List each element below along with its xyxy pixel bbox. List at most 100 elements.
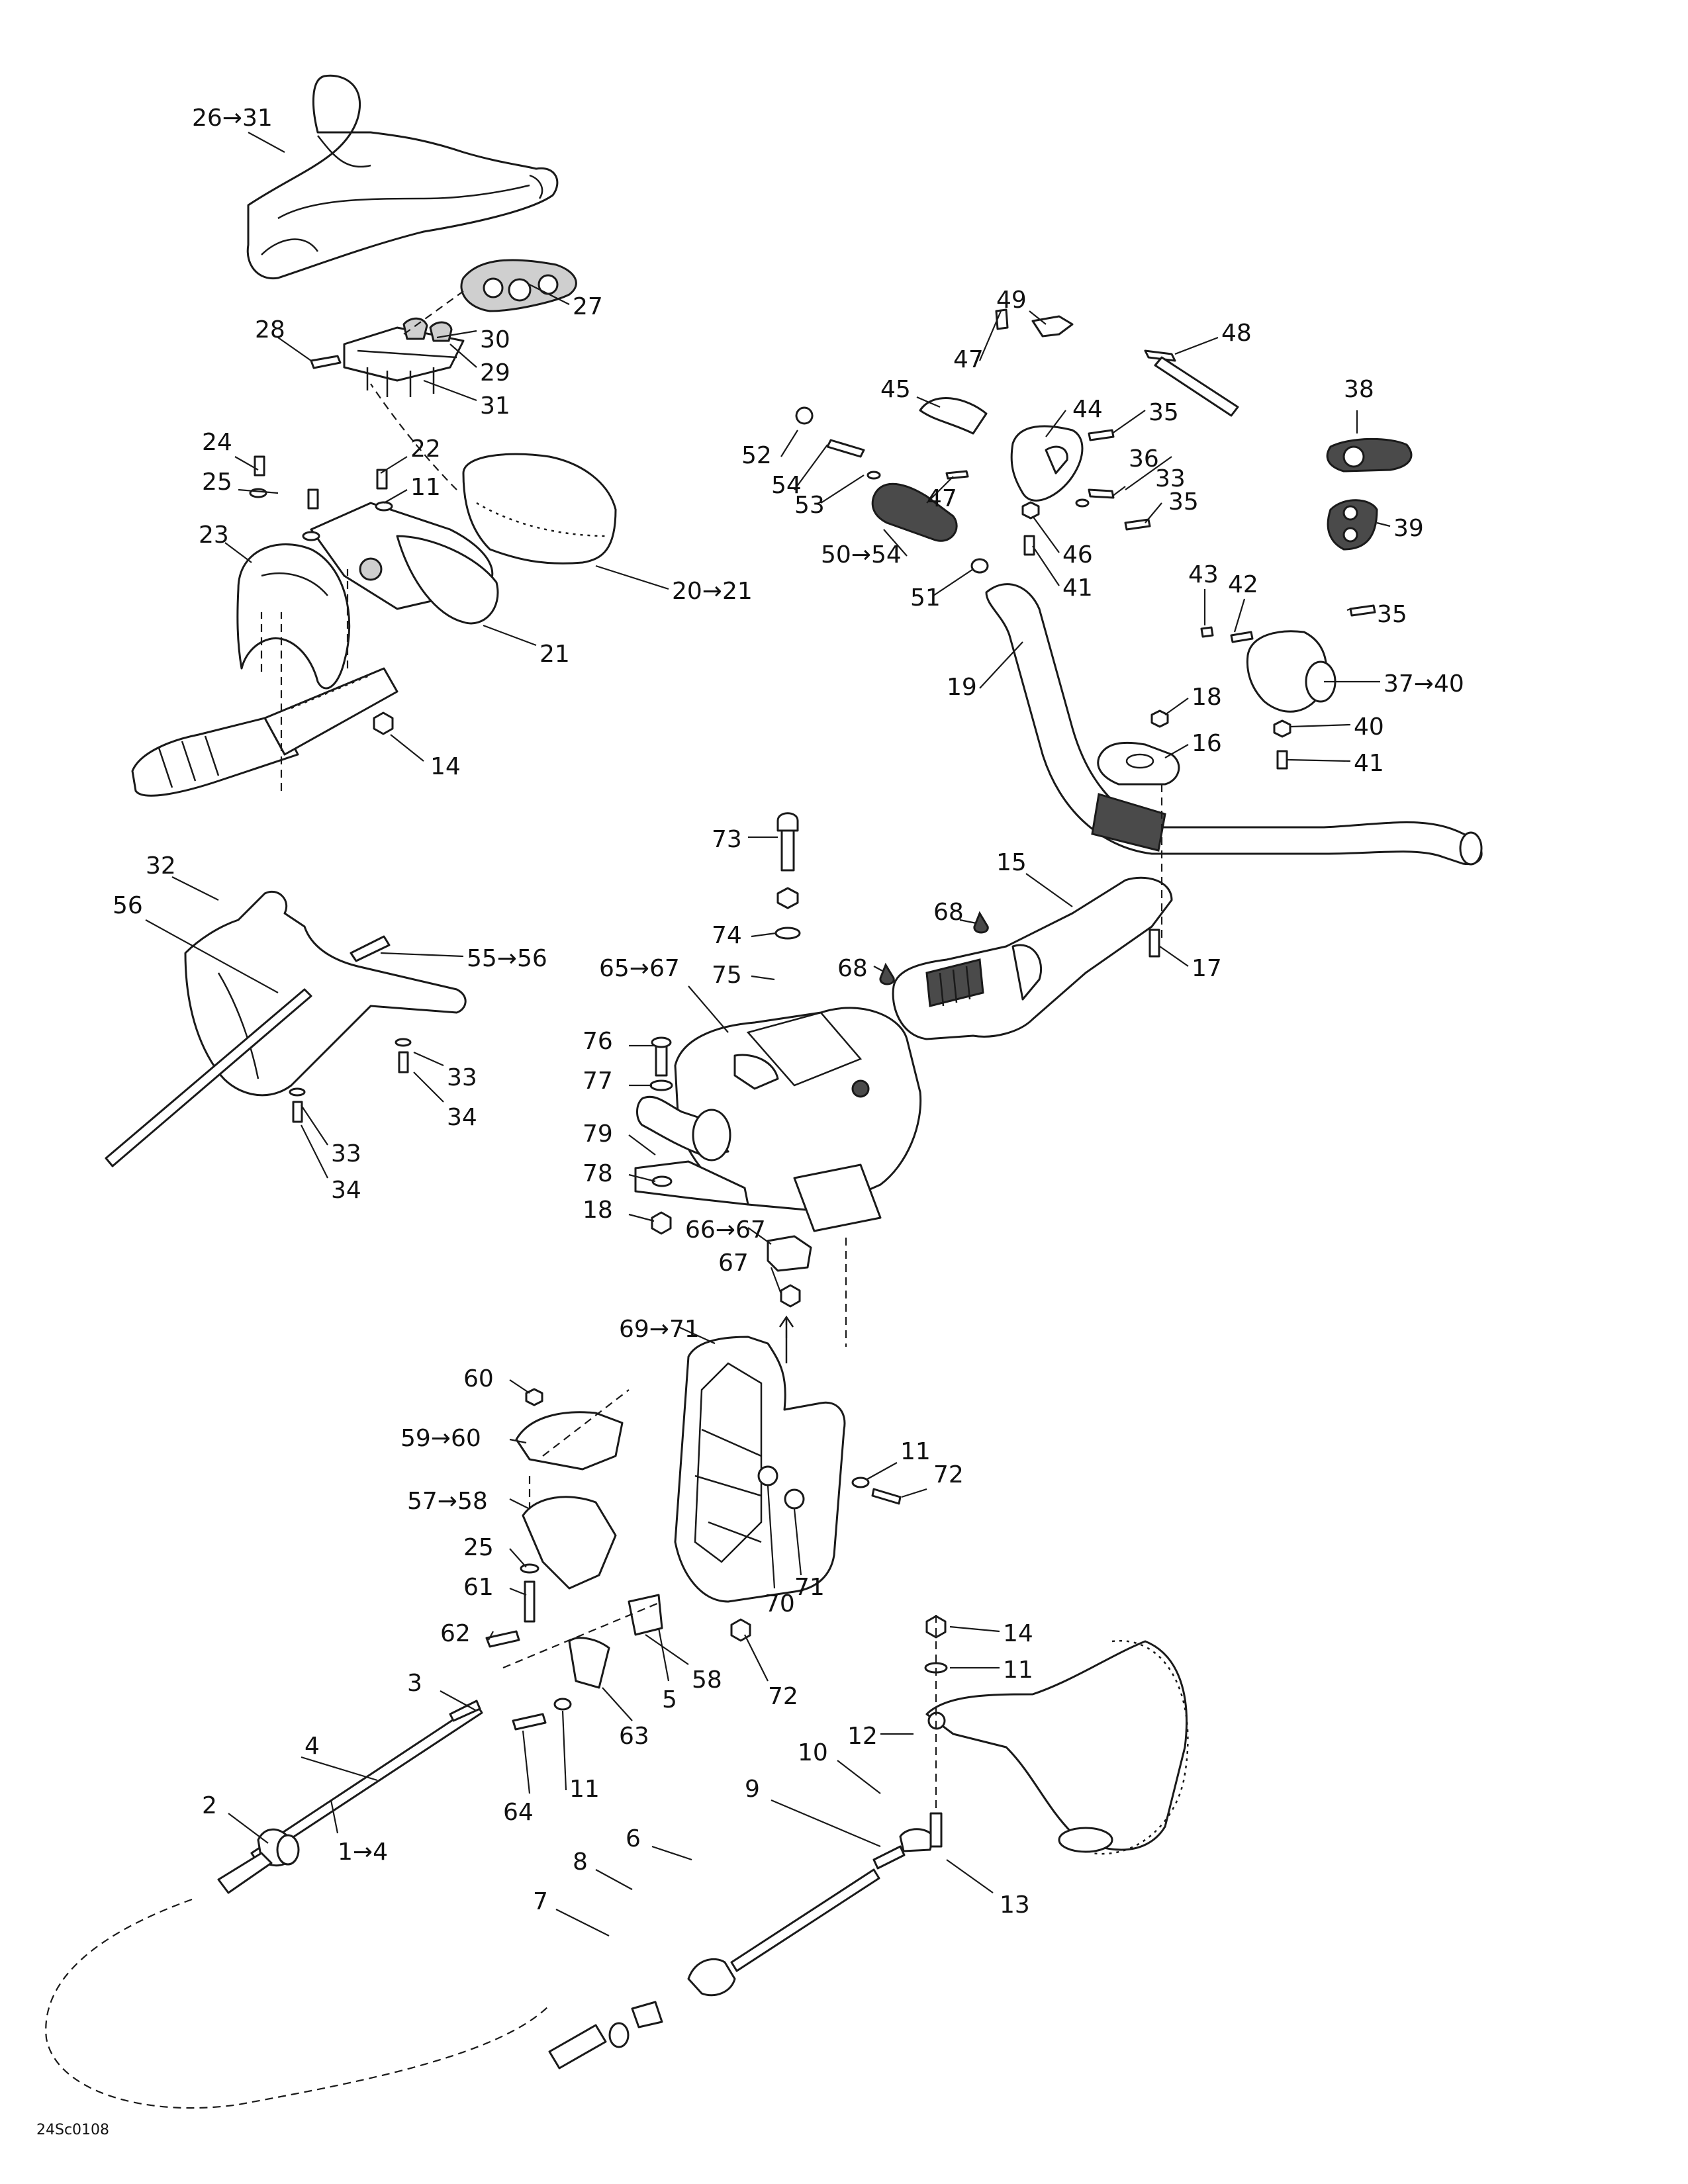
left-grip-assembly <box>131 667 399 797</box>
nut-60 <box>525 1388 543 1406</box>
callout-33b: 33 <box>331 1140 361 1167</box>
callout-33c: 33 <box>1155 465 1186 492</box>
switch-seal-plate <box>460 259 577 312</box>
steering-bracket-69 <box>674 1336 846 1603</box>
callout-74: 74 <box>712 922 742 949</box>
callout-11b: 11 <box>900 1438 931 1465</box>
switch-housing-37 <box>1246 630 1336 713</box>
nut-18-top <box>1150 709 1169 728</box>
callout-12: 12 <box>847 1723 878 1750</box>
callout-72b: 72 <box>768 1683 798 1710</box>
callout-35: 35 <box>1149 399 1179 426</box>
callout-18b: 18 <box>583 1197 613 1224</box>
callout-51: 51 <box>910 584 941 612</box>
hardware-11-14-rudder <box>924 1615 948 1848</box>
callout-38: 38 <box>1344 376 1374 403</box>
block-66-nut-67 <box>767 1235 812 1308</box>
callout-68: 68 <box>933 899 964 926</box>
reference-code: 24Sc0108 <box>36 2122 109 2138</box>
callout-14: 14 <box>430 753 461 780</box>
callout-11: 11 <box>410 474 441 501</box>
clamp-lower-57 <box>522 1496 617 1590</box>
callout-71: 71 <box>794 1574 825 1601</box>
callout-50-54: 50→54 <box>821 541 902 569</box>
callout-73: 73 <box>712 826 742 853</box>
callout-2: 2 <box>202 1792 217 1819</box>
lever-5 <box>628 1594 663 1636</box>
callout-20-21: 20→21 <box>672 578 753 605</box>
callout-56: 56 <box>113 892 143 919</box>
callout-23: 23 <box>199 522 229 549</box>
callout-53: 53 <box>794 492 825 519</box>
throttle-cable-56 <box>105 988 312 1167</box>
switch-screw <box>310 355 342 369</box>
callout-60: 60 <box>463 1365 494 1392</box>
screws-33-34 <box>289 1038 412 1123</box>
callout-36: 36 <box>1129 445 1159 473</box>
bolt-76-washer-77 <box>649 1036 673 1091</box>
callout-44: 44 <box>1072 396 1103 423</box>
callout-35c: 35 <box>1377 601 1407 628</box>
callout-31: 31 <box>480 392 510 420</box>
callout-15: 15 <box>996 849 1027 876</box>
callout-5: 5 <box>662 1686 677 1713</box>
callout-48: 48 <box>1221 320 1252 347</box>
callout-29: 29 <box>480 359 510 387</box>
callout-47b: 47 <box>927 485 957 512</box>
callout-34b: 34 <box>331 1177 361 1204</box>
mode-button-39 <box>1327 499 1378 551</box>
callout-11c: 11 <box>1003 1657 1033 1684</box>
hardware-40-43 <box>1200 604 1376 770</box>
bolt-62 <box>485 1630 520 1648</box>
callout-19: 19 <box>947 674 977 701</box>
clip-8 <box>631 2001 663 2028</box>
callout-41b: 41 <box>1354 750 1384 777</box>
bolt-64 <box>512 1713 547 1731</box>
callout-35b: 35 <box>1168 488 1199 516</box>
washer-11-lower <box>553 1698 572 1711</box>
callout-30: 30 <box>480 326 510 353</box>
nut-18-bottom <box>651 1211 672 1235</box>
callout-10: 10 <box>798 1739 828 1766</box>
callout-1-4: 1→4 <box>338 1839 388 1866</box>
callout-70: 70 <box>765 1590 795 1617</box>
start-stop-button-38 <box>1326 437 1413 473</box>
handlebar-19 <box>985 583 1483 866</box>
callout-45: 45 <box>880 376 911 403</box>
switch-body <box>343 317 465 397</box>
callout-13: 13 <box>1000 1891 1030 1919</box>
callout-labels: 26→31 27 28 30 29 31 24 22 25 11 23 21 2… <box>113 105 1464 1919</box>
washer-7 <box>608 2022 630 2048</box>
callout-39: 39 <box>1393 515 1424 542</box>
alignment-arrow <box>778 1315 794 1363</box>
callout-3: 3 <box>407 1670 422 1697</box>
throttle-housing-21 <box>310 502 499 625</box>
callout-79: 79 <box>583 1120 613 1148</box>
callout-68b: 68 <box>837 955 868 982</box>
callout-75: 75 <box>712 962 742 989</box>
cable-path <box>45 1898 550 2109</box>
callout-65-67: 65→67 <box>599 955 680 982</box>
callout-77: 77 <box>583 1068 613 1095</box>
steering-cable-1 <box>217 1700 483 1894</box>
bracket-63 <box>568 1637 610 1689</box>
callout-11d: 11 <box>569 1776 600 1803</box>
handlebar-padding-cover <box>246 74 559 280</box>
callout-66-67: 66→67 <box>685 1216 766 1244</box>
grease-68b <box>879 962 895 985</box>
callout-18: 18 <box>1192 684 1222 711</box>
right-grip-50 <box>871 482 958 542</box>
callout-17: 17 <box>1192 955 1222 982</box>
callout-58: 58 <box>692 1666 722 1694</box>
callout-6: 6 <box>626 1825 641 1852</box>
clamp-upper-59 <box>515 1411 624 1471</box>
callout-49: 49 <box>996 287 1027 314</box>
alignment-line-f <box>370 383 457 490</box>
callout-9: 9 <box>745 1776 760 1803</box>
bolt-73-stack <box>774 812 801 940</box>
callout-46: 46 <box>1062 541 1093 569</box>
callout-27: 27 <box>573 293 603 320</box>
callout-41: 41 <box>1062 574 1093 602</box>
ball-joint-12 <box>899 1828 935 1852</box>
